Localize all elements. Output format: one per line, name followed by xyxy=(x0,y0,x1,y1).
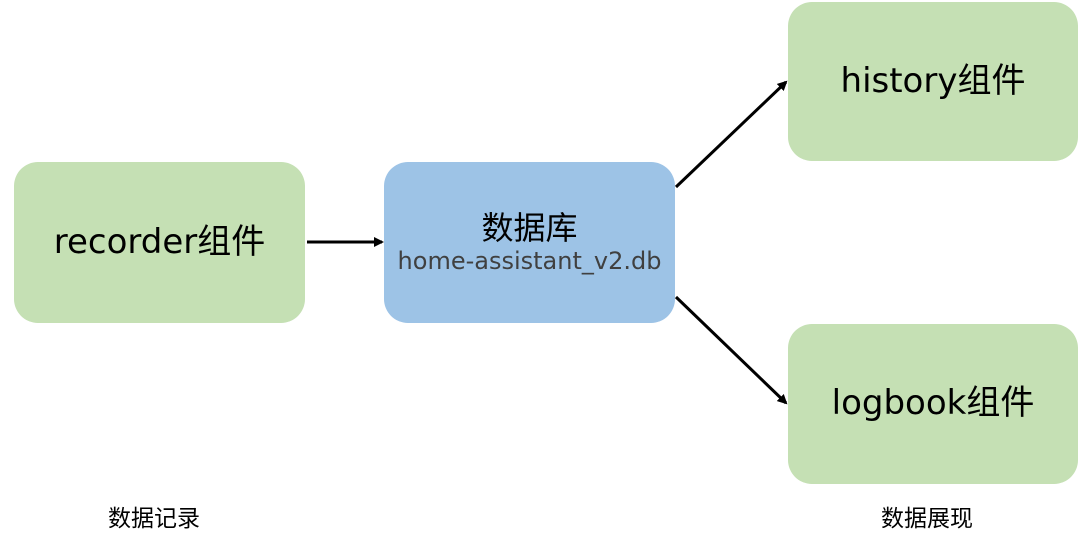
arrow-database-to-history xyxy=(674,80,788,189)
caption-data-recording: 数据记录 xyxy=(108,506,200,532)
caption-data-display: 数据展现 xyxy=(881,506,973,532)
logbook-component-label: logbook组件 xyxy=(831,383,1035,424)
recorder-component-label: recorder组件 xyxy=(53,221,266,262)
recorder-component-node: recorder组件 xyxy=(14,162,305,323)
logbook-component-node: logbook组件 xyxy=(788,324,1078,484)
arrow-database-to-logbook xyxy=(674,295,788,405)
database-filename: home-assistant_v2.db xyxy=(397,246,662,275)
database-title: 数据库 xyxy=(481,208,578,247)
database-node: 数据库 home-assistant_v2.db xyxy=(384,162,675,323)
history-component-label: history组件 xyxy=(840,60,1026,101)
history-component-node: history组件 xyxy=(788,2,1078,161)
